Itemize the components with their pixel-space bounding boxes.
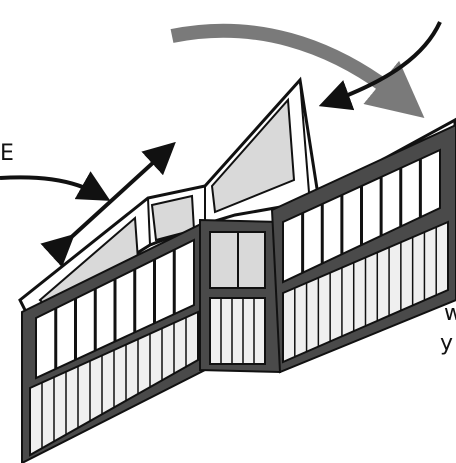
center-slats — [220, 298, 255, 364]
center-corner — [199, 218, 281, 374]
text-fragment-left: E — [0, 141, 14, 166]
black-curved-arrow-top — [318, 21, 442, 111]
right-wing-mullions — [301, 159, 422, 273]
center-lower-panel — [209, 297, 266, 365]
right-wing — [270, 123, 456, 374]
annotation-arrows — [0, 21, 442, 268]
roof-glass-panel — [210, 97, 296, 214]
text-fragment-right-upper: w — [444, 301, 456, 326]
roof-ridge — [299, 79, 311, 206]
left-wing-slats — [41, 317, 187, 449]
right-wing-slats — [294, 227, 437, 357]
text-fragment-right-lower: y — [440, 331, 453, 356]
black-curved-arrow-left — [0, 171, 111, 201]
double-arrow — [40, 141, 176, 268]
